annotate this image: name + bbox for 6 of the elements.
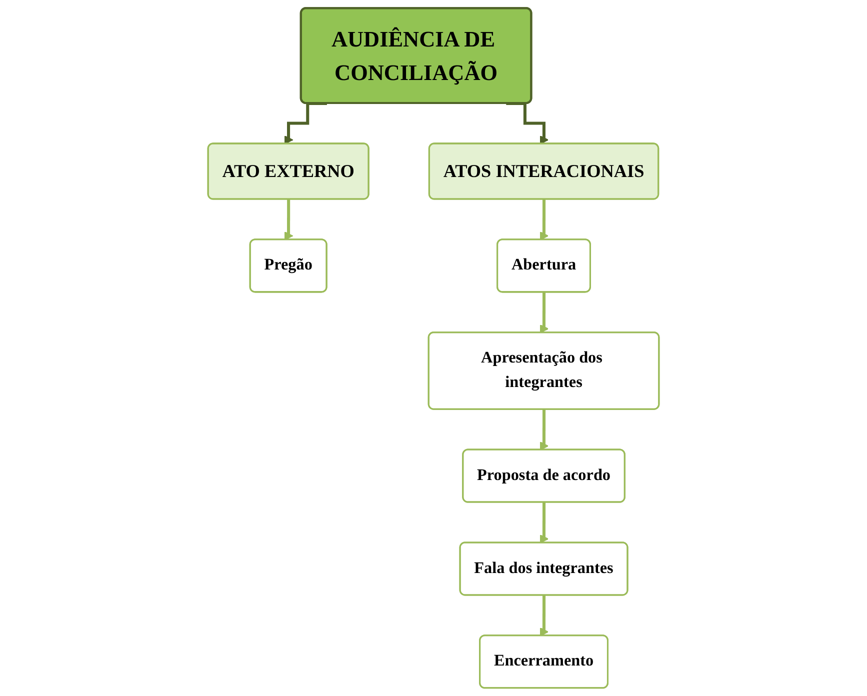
arrow <box>540 594 549 636</box>
arrow <box>540 408 549 450</box>
arrow <box>540 290 549 334</box>
arrow <box>284 198 294 240</box>
arrow <box>540 198 549 240</box>
arrow <box>540 501 549 544</box>
